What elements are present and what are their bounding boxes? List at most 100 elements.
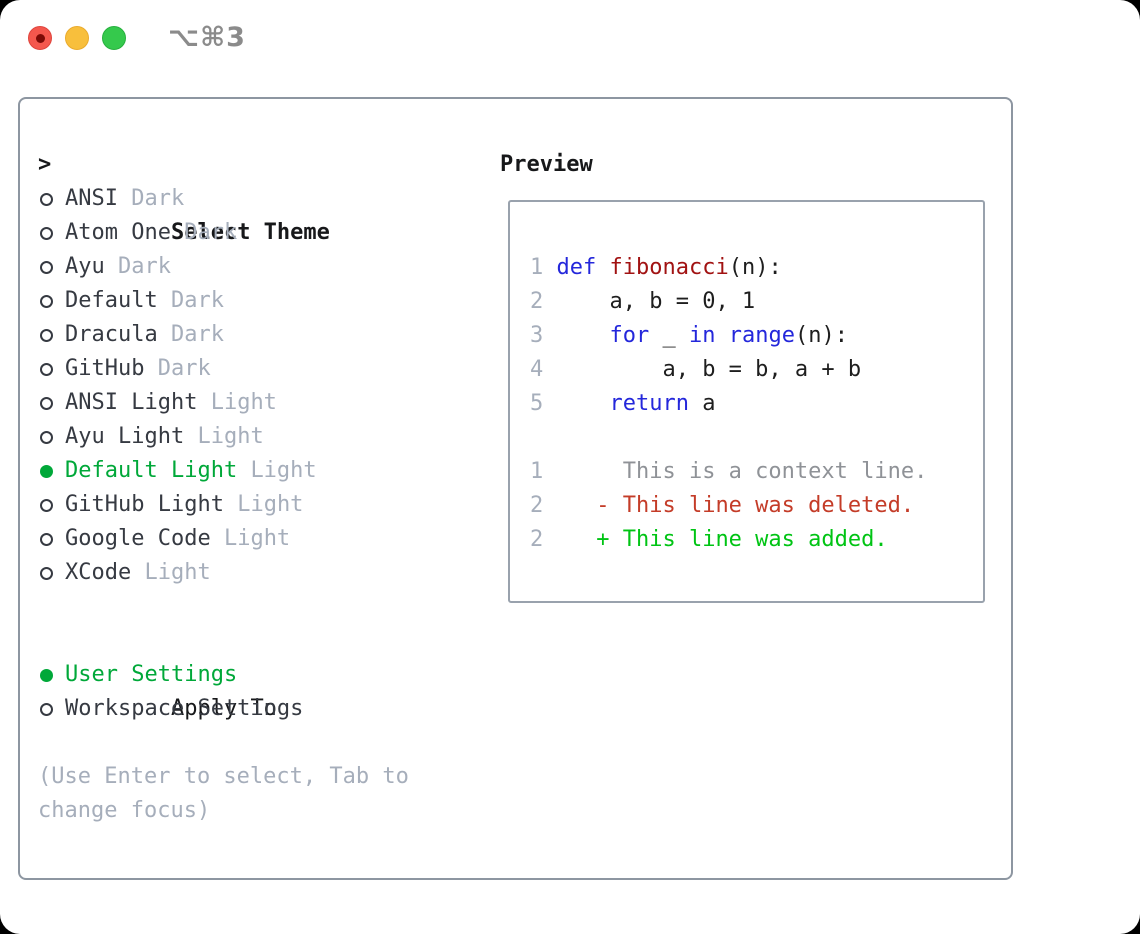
close-button-icon[interactable] (28, 26, 52, 50)
code-token-pl: (n): (794, 323, 848, 348)
line-number: 2 (530, 493, 557, 518)
theme-name: ANSI (65, 186, 118, 211)
preview-title: Preview (500, 152, 593, 177)
apply-option-user-settings[interactable]: User Settings (38, 658, 478, 692)
preview-line: 1 This is a context line. (530, 455, 927, 489)
line-number: 2 (530, 527, 557, 552)
radio-icon (38, 216, 65, 250)
close-dot-icon (35, 33, 45, 43)
line-number: 4 (530, 357, 557, 382)
select-theme-header: > Select Theme (38, 148, 478, 245)
code-token-pl: (n): (728, 255, 782, 280)
theme-variant: Light (210, 390, 277, 415)
theme-option-default[interactable]: Default Dark (38, 284, 478, 318)
theme-variant: Light (250, 458, 317, 483)
radio-icon (38, 386, 65, 420)
apply-option-label: User Settings (65, 662, 238, 687)
code-token-add: + This line was added. (556, 527, 888, 552)
theme-option-google-code[interactable]: Google Code Light (38, 522, 478, 556)
line-number: 3 (530, 323, 557, 348)
theme-name: XCode (65, 560, 132, 585)
theme-name: Dracula (65, 322, 158, 347)
theme-option-ayu[interactable]: Ayu Dark (38, 250, 478, 284)
code-token-pl (557, 391, 610, 416)
theme-name: GitHub (65, 356, 145, 381)
code-token-ctx: This is a context line. (556, 459, 928, 484)
radio-icon (38, 420, 65, 454)
theme-variant: Light (144, 560, 211, 585)
radio-icon (38, 522, 65, 556)
line-number: 5 (530, 391, 557, 416)
theme-option-ansi-light[interactable]: ANSI Light Light (38, 386, 478, 420)
preview-line: 2 - This line was deleted. (530, 489, 927, 523)
code-token-del: - This line was deleted. (556, 493, 915, 518)
theme-variant: Light (197, 424, 264, 449)
radio-icon (38, 352, 65, 386)
theme-variant: Dark (184, 220, 238, 245)
theme-variant: Dark (118, 254, 171, 279)
theme-name: Ayu (65, 254, 105, 279)
theme-variant: Dark (170, 322, 224, 347)
theme-option-github-light[interactable]: GitHub Light Light (38, 488, 478, 522)
code-token-pl (715, 323, 728, 348)
line-number: 2 (530, 289, 557, 314)
theme-option-default-light[interactable]: Default Light Light (38, 454, 478, 488)
theme-name: GitHub Light (65, 492, 224, 517)
preview-line: 5 return a (530, 387, 927, 421)
code-token-kw: return (609, 391, 689, 416)
theme-option-github[interactable]: GitHub Dark (38, 352, 478, 386)
traffic-lights (28, 26, 126, 50)
code-token-kw: for (609, 323, 650, 348)
line-number: 1 (530, 459, 557, 484)
apply-to-title: Apply To (170, 696, 277, 721)
theme-name: ANSI Light (65, 390, 198, 415)
radio-icon (38, 250, 65, 284)
theme-option-atom-one[interactable]: Atom One Dark (38, 216, 478, 250)
theme-name: Default Light (65, 458, 238, 483)
theme-option-ansi[interactable]: ANSI Dark (38, 182, 478, 216)
radio-icon (38, 284, 65, 318)
code-token-kw: in (688, 323, 716, 348)
preview-line: 2 a, b = 0, 1 (530, 285, 927, 319)
preview-line: 4 a, b = b, a + b (530, 353, 927, 387)
code-token-pl: a, b = 0, 1 (556, 289, 756, 314)
code-token-pl: a, b = b, a + b (556, 357, 862, 382)
theme-name: Atom One (65, 220, 171, 245)
code-token-kw: range (728, 323, 795, 348)
minimize-button-icon[interactable] (65, 26, 89, 50)
code-token-kw: def (556, 255, 610, 280)
code-token-fn: fibonacci (609, 255, 729, 280)
hint-text: (Use Enter to select, Tab to change focu… (38, 764, 409, 823)
theme-name: Ayu Light (65, 424, 185, 449)
radio-icon (38, 318, 65, 352)
apply-option-workspace-settings[interactable]: Workspace Settings (38, 692, 478, 726)
radio-selected-icon (38, 658, 65, 692)
theme-variant: Dark (157, 356, 211, 381)
preview-line: 3 for _ in range(n): (530, 319, 927, 353)
preview-line: 1 def fibonacci(n): (530, 251, 927, 285)
preview-blank-line (530, 421, 927, 455)
select-theme-title: Select Theme (170, 220, 330, 245)
apply-to-indent (38, 624, 65, 658)
theme-variant: Dark (131, 186, 185, 211)
radio-icon (38, 182, 65, 216)
radio-selected-icon (38, 454, 65, 488)
apply-option-label: Workspace Settings (65, 696, 304, 721)
preview-line: 2 + This line was added. (530, 523, 927, 557)
zoom-button-icon[interactable] (102, 26, 126, 50)
theme-option-ayu-light[interactable]: Ayu Light Light (38, 420, 478, 454)
theme-name: Google Code (65, 526, 211, 551)
theme-option-dracula[interactable]: Dracula Dark (38, 318, 478, 352)
window-title-shortcut: ⌥⌘3 (168, 22, 246, 53)
spacer-row (38, 726, 478, 760)
theme-variant: Light (223, 526, 291, 551)
theme-option-xcode[interactable]: XCode Light (38, 556, 478, 590)
theme-variant: Light (237, 492, 304, 517)
